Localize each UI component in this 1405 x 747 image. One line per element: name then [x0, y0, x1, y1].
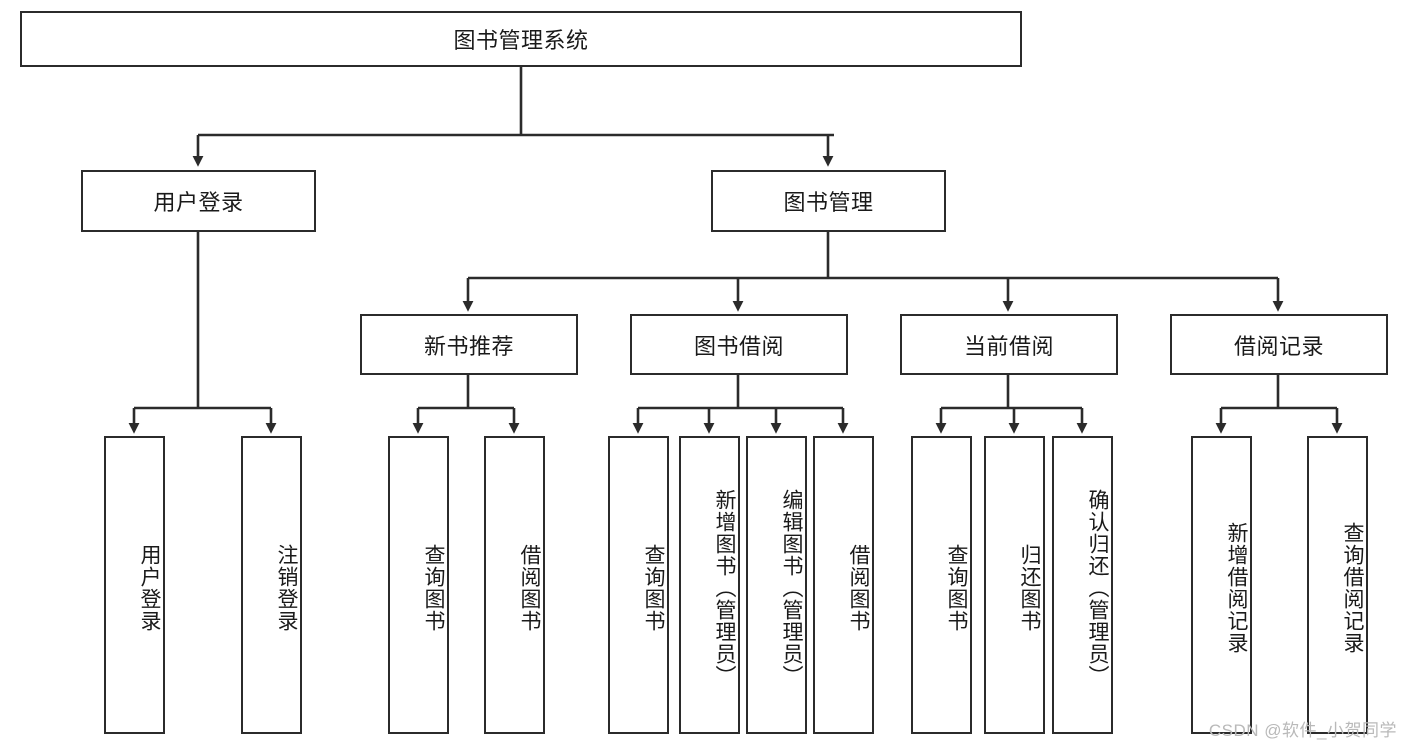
node-leaf-borrow-book-1-label: 借阅图书 — [518, 544, 541, 632]
node-leaf-query-record[interactable]: 查询借阅记录 — [1307, 436, 1368, 734]
node-user-login-label: 用户登录 — [153, 190, 244, 215]
node-leaf-add-book[interactable]: 新增图书（管理员） — [679, 436, 740, 734]
node-leaf-query-book-1-label: 查询图书 — [422, 544, 445, 632]
node-leaf-edit-book[interactable]: 编辑图书（管理员） — [746, 436, 807, 734]
node-user-login[interactable]: 用户登录 — [81, 170, 316, 232]
node-leaf-confirm-return-label: 确认归还（管理员） — [1086, 489, 1109, 687]
node-book-borrow[interactable]: 图书借阅 — [630, 314, 848, 375]
node-leaf-query-book-3[interactable]: 查询图书 — [911, 436, 972, 734]
node-root-label: 图书管理系统 — [453, 28, 589, 53]
node-leaf-query-book-2-label: 查询图书 — [642, 544, 665, 632]
watermark: CSDN @软件_小贺同学 — [1208, 721, 1397, 740]
node-leaf-return-book-label: 归还图书 — [1018, 544, 1041, 632]
node-book-manage[interactable]: 图书管理 — [711, 170, 946, 232]
node-leaf-confirm-return[interactable]: 确认归还（管理员） — [1052, 436, 1113, 734]
node-leaf-return-book[interactable]: 归还图书 — [984, 436, 1045, 734]
node-current-borrow[interactable]: 当前借阅 — [900, 314, 1118, 375]
node-leaf-add-record[interactable]: 新增借阅记录 — [1191, 436, 1252, 734]
node-leaf-query-book-2[interactable]: 查询图书 — [608, 436, 669, 734]
node-book-manage-label: 图书管理 — [783, 190, 874, 215]
node-root[interactable]: 图书管理系统 — [20, 11, 1022, 67]
node-leaf-user-login-label: 用户登录 — [138, 544, 161, 632]
node-leaf-query-book-1[interactable]: 查询图书 — [388, 436, 449, 734]
node-leaf-borrow-book-2[interactable]: 借阅图书 — [813, 436, 874, 734]
node-new-book-recommend[interactable]: 新书推荐 — [360, 314, 578, 375]
node-leaf-query-book-3-label: 查询图书 — [945, 544, 968, 632]
node-leaf-logout[interactable]: 注销登录 — [241, 436, 302, 734]
node-leaf-logout-label: 注销登录 — [275, 544, 298, 632]
node-leaf-edit-book-label: 编辑图书（管理员） — [780, 489, 803, 687]
node-leaf-add-record-label: 新增借阅记录 — [1225, 522, 1248, 654]
node-borrow-record-label: 借阅记录 — [1233, 333, 1324, 359]
node-book-borrow-label: 图书借阅 — [693, 333, 784, 359]
node-borrow-record[interactable]: 借阅记录 — [1170, 314, 1388, 375]
node-leaf-borrow-book-1[interactable]: 借阅图书 — [484, 436, 545, 734]
node-leaf-borrow-book-2-label: 借阅图书 — [847, 544, 870, 632]
node-leaf-add-book-label: 新增图书（管理员） — [713, 489, 736, 687]
node-new-book-recommend-label: 新书推荐 — [423, 333, 514, 359]
node-leaf-user-login[interactable]: 用户登录 — [104, 436, 165, 734]
node-leaf-query-record-label: 查询借阅记录 — [1341, 522, 1364, 654]
node-current-borrow-label: 当前借阅 — [963, 333, 1054, 359]
